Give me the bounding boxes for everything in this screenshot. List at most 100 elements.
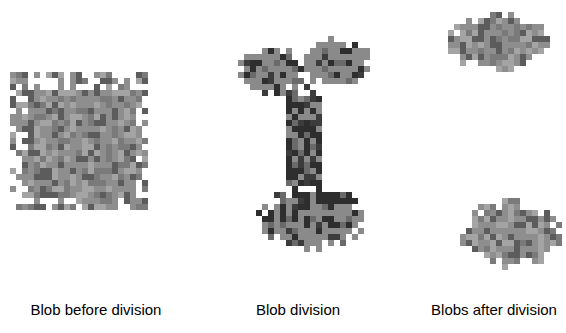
blob-pixel — [514, 234, 520, 240]
blob-pixel — [28, 90, 34, 96]
blob-pixel — [70, 186, 76, 192]
blob-pixel — [88, 102, 94, 108]
blob-pixel — [274, 48, 280, 54]
blob-pixel — [34, 120, 40, 126]
blob-pixel — [280, 60, 286, 66]
blob-pixel — [46, 72, 52, 78]
blob-pixel — [316, 246, 322, 252]
blob-pixel — [292, 162, 298, 168]
blob-pixel — [286, 138, 292, 144]
blob-pixel — [76, 168, 82, 174]
blob-pixel — [280, 78, 286, 84]
blob-pixel — [304, 180, 310, 186]
blob-pixel — [118, 108, 124, 114]
blob-pixel — [22, 156, 28, 162]
blob-pixel — [472, 54, 478, 60]
blob-pixel — [472, 36, 478, 42]
blob-pixel — [292, 234, 298, 240]
blob-pixel — [322, 54, 328, 60]
blob-pixel — [94, 144, 100, 150]
blob-pixel — [100, 192, 106, 198]
blob-pixel — [94, 84, 100, 90]
blob-pixel — [136, 162, 142, 168]
blob-pixel — [544, 42, 550, 48]
blob-pixel — [526, 210, 532, 216]
blob-pixel — [106, 138, 112, 144]
blob-pixel — [34, 102, 40, 108]
blob-pixel — [472, 228, 478, 234]
blob-pixel — [454, 36, 460, 42]
blob-pixel — [538, 222, 544, 228]
blob-pixel — [82, 126, 88, 132]
blob-pixel — [70, 204, 76, 210]
blob-pixel — [16, 72, 22, 78]
blob-pixel — [256, 66, 262, 72]
blob-pixel — [46, 156, 52, 162]
blob-pixel — [34, 90, 40, 96]
blob-pixel — [52, 96, 58, 102]
blob-pixel — [358, 228, 364, 234]
blob-pixel — [478, 48, 484, 54]
blob-pixel — [298, 174, 304, 180]
blob-pixel — [532, 48, 538, 54]
blob-pixel — [64, 132, 70, 138]
blob-pixel — [46, 174, 52, 180]
blob-pixel — [40, 144, 46, 150]
blob-pixel — [520, 222, 526, 228]
blob-pixel — [556, 240, 562, 246]
blob-pixel — [70, 102, 76, 108]
blob-pixel — [262, 84, 268, 90]
blob-pixel — [538, 30, 544, 36]
blob-pixel — [496, 228, 502, 234]
blob-pixel — [16, 174, 22, 180]
blob-pixel — [142, 150, 148, 156]
blob-pixel — [286, 162, 292, 168]
blob-pixel — [94, 108, 100, 114]
blob-pixel — [118, 150, 124, 156]
blob-pixel — [466, 48, 472, 54]
blob-pixel — [10, 114, 16, 120]
blob-pixel — [292, 108, 298, 114]
blob-pixel — [520, 24, 526, 30]
blob-pixel — [142, 162, 148, 168]
blob-pixel — [508, 240, 514, 246]
blob-pixel — [70, 150, 76, 156]
blob-pixel — [286, 216, 292, 222]
blob-pixel — [112, 108, 118, 114]
blob-pixel — [58, 156, 64, 162]
blob-pixel — [124, 102, 130, 108]
blob-pixel — [316, 42, 322, 48]
blob-pixel — [10, 168, 16, 174]
blob-pixel — [322, 216, 328, 222]
blob-pixel — [346, 54, 352, 60]
blob-pixel — [130, 150, 136, 156]
blob-pixel — [88, 186, 94, 192]
blob-pixel — [316, 54, 322, 60]
blob-pixel — [34, 192, 40, 198]
blob-pixel — [100, 120, 106, 126]
blob-pixel — [100, 168, 106, 174]
blob-pixel — [286, 168, 292, 174]
blob-pixel — [508, 258, 514, 264]
blob-pixel — [112, 78, 118, 84]
blob-pixel — [82, 114, 88, 120]
blob-pixel — [502, 66, 508, 72]
blob-pixel — [34, 114, 40, 120]
blob-pixel — [328, 42, 334, 48]
blob-pixel — [340, 192, 346, 198]
blob-pixel — [472, 234, 478, 240]
blob-pixel — [538, 252, 544, 258]
blob-pixel — [334, 216, 340, 222]
blob-pixel — [70, 192, 76, 198]
blob-pixel — [58, 144, 64, 150]
blob-pixel — [292, 192, 298, 198]
blob-pixel — [112, 120, 118, 126]
blob-pixel — [70, 90, 76, 96]
blob-pixel — [520, 42, 526, 48]
blob-pixel — [496, 30, 502, 36]
blob-pixel — [520, 60, 526, 66]
blob-pixel — [76, 192, 82, 198]
blob-pixel — [130, 120, 136, 126]
blob-pixel — [70, 144, 76, 150]
blob-pixel — [322, 210, 328, 216]
